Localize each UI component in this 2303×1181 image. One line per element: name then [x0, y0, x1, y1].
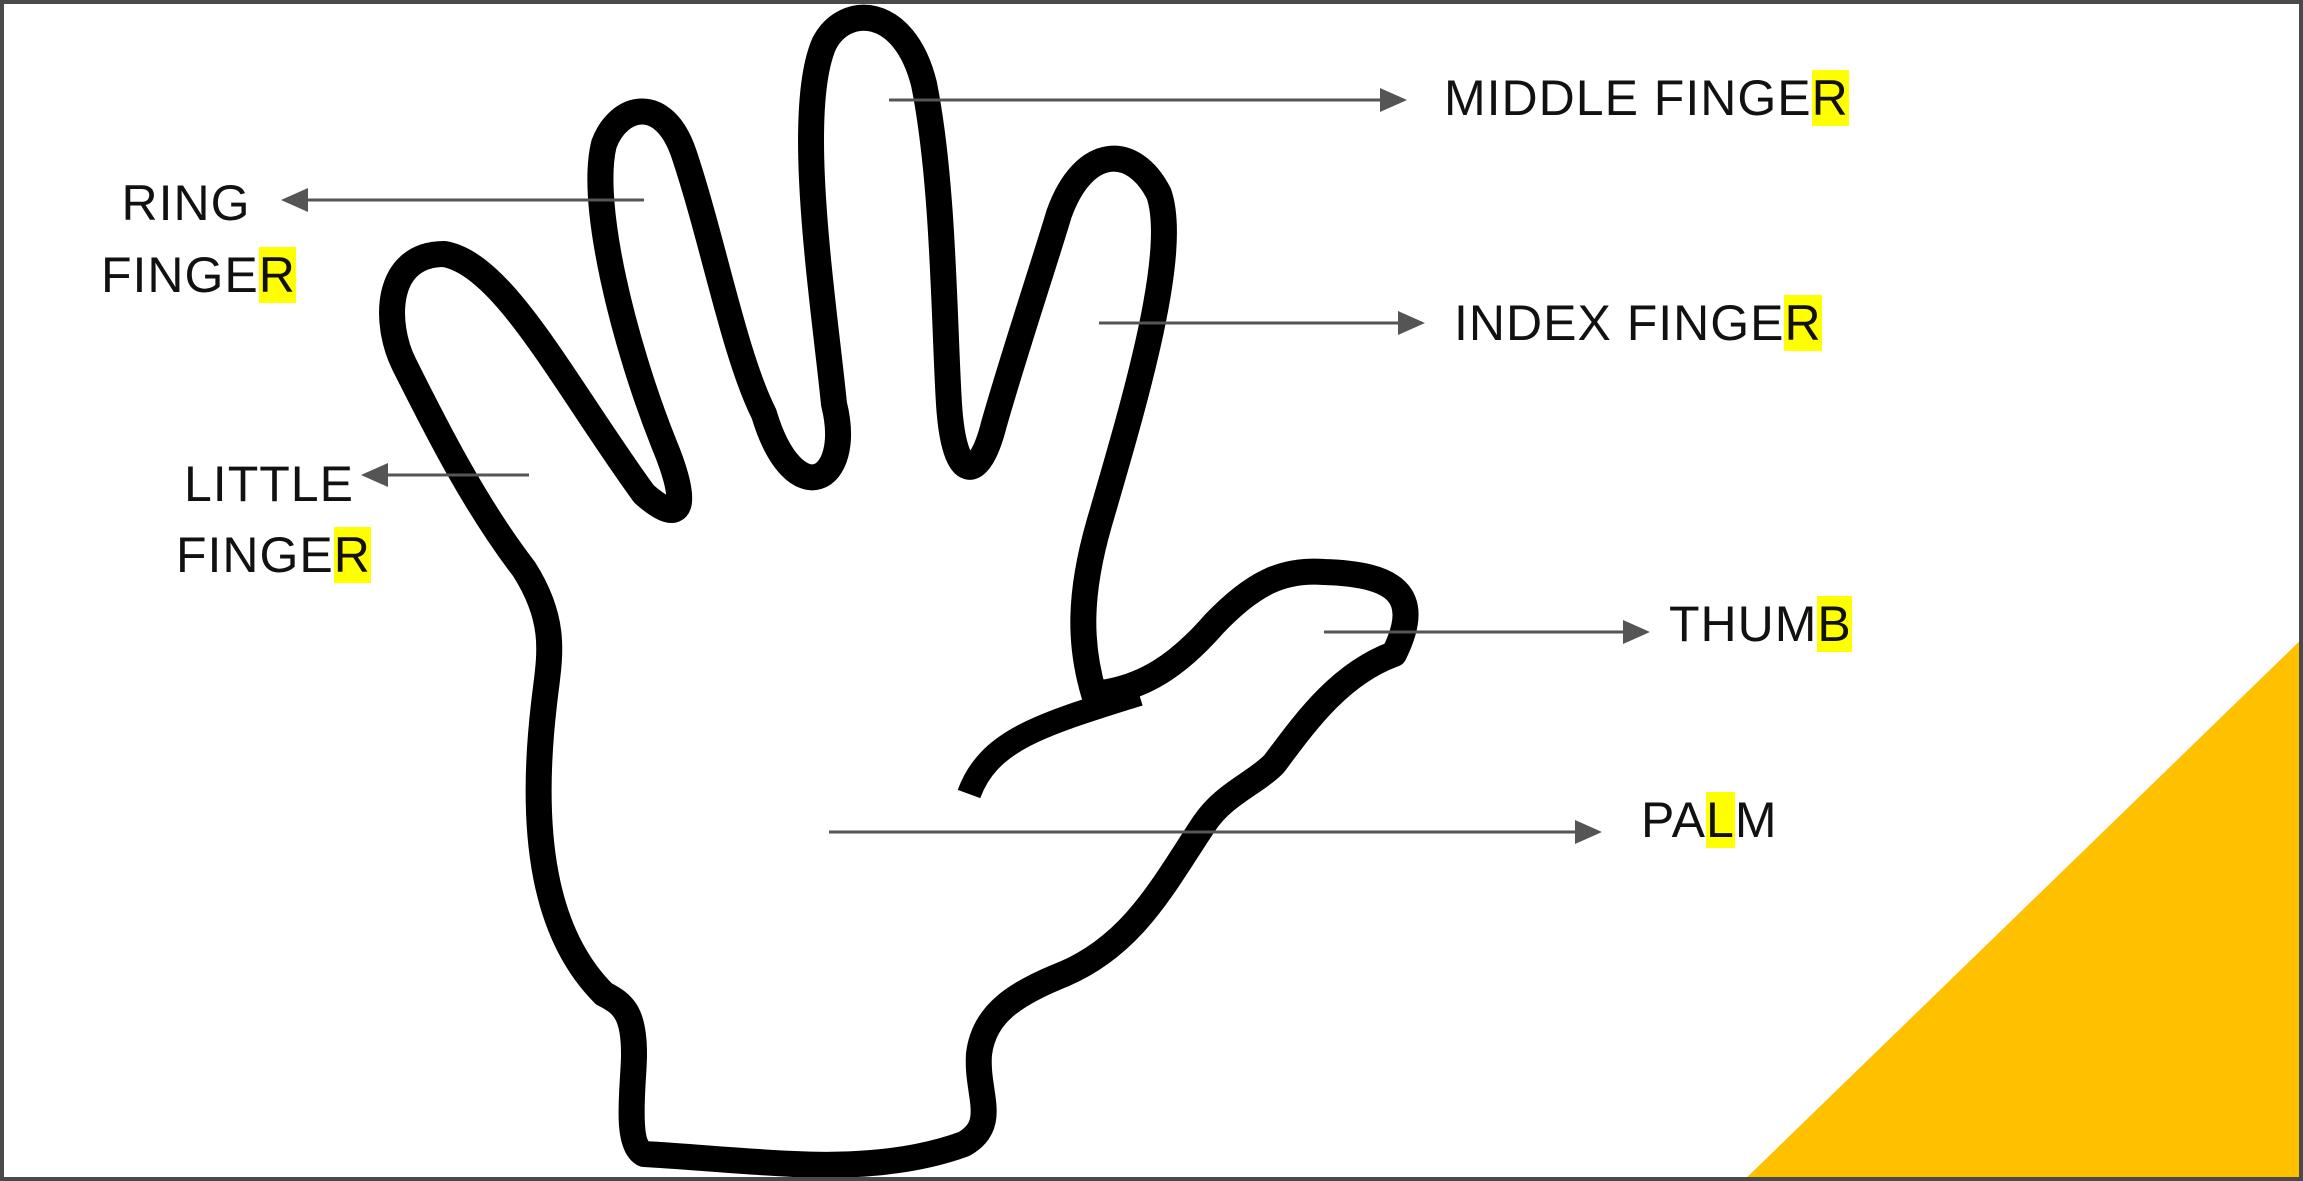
palm-label-highlight: L — [1706, 792, 1735, 848]
little-finger-label-highlight: R — [334, 527, 371, 583]
index-finger-label-highlight: R — [1784, 295, 1821, 351]
palm-label-text-start: PA — [1641, 792, 1706, 848]
middle-finger-label-highlight: R — [1812, 70, 1849, 126]
little-finger-label-line2: FINGER — [176, 519, 371, 591]
palm-label-text-end: M — [1735, 792, 1778, 848]
ring-finger-label: RING — [101, 167, 271, 239]
ring-finger-label-line2: FINGER — [101, 239, 296, 311]
little-finger-label-line1: LITTLE — [184, 448, 354, 520]
ring-finger-label-line1: RING — [101, 167, 271, 239]
index-finger-label-text: INDEX FINGE — [1454, 295, 1784, 351]
little-finger-label: LITTLE — [184, 448, 354, 520]
thumb-label-highlight: B — [1817, 596, 1851, 652]
little-finger-label-text: FINGE — [176, 527, 334, 583]
index-finger-label: INDEX FINGER — [1454, 287, 1822, 359]
thumb-label: THUMB — [1669, 588, 1852, 660]
thumb-crease — [969, 694, 1139, 794]
thumb-label-text: THUM — [1669, 596, 1817, 652]
middle-finger-label: MIDDLE FINGER — [1444, 62, 1849, 134]
middle-finger-label-text: MIDDLE FINGE — [1444, 70, 1812, 126]
ring-finger-label-highlight: R — [259, 247, 296, 303]
hand-diagram — [4, 4, 2303, 1181]
hand-outline — [392, 18, 1406, 1165]
corner-accent-triangle — [1739, 634, 2303, 1181]
palm-label: PALM — [1641, 784, 1777, 856]
ring-finger-label-text: FINGE — [101, 247, 259, 303]
